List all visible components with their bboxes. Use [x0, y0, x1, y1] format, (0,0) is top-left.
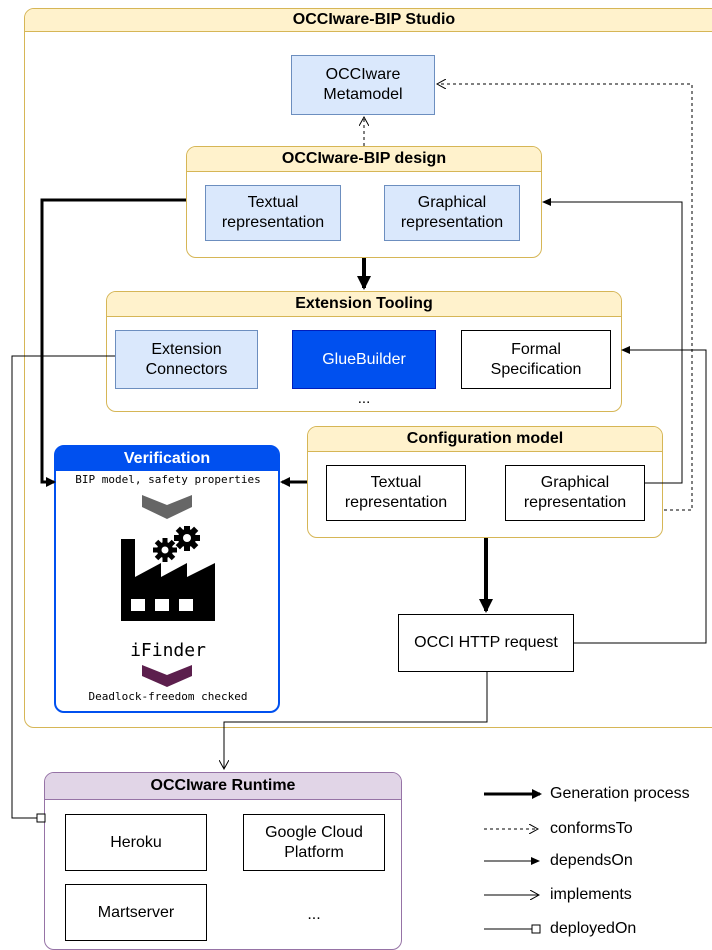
chevron-down-icon	[142, 665, 192, 687]
design-title: OCCIware-BIP design	[187, 147, 541, 172]
legend-conforms-label: conformsTo	[550, 820, 633, 837]
ifinder-label: iFinder	[130, 640, 206, 661]
request-implements-runtime-arrow	[224, 672, 488, 769]
legend-deployed-label: deployedOn	[550, 920, 637, 937]
heroku-box[interactable]: Heroku	[65, 814, 207, 871]
extension-connectors-box[interactable]: Extension Connectors	[115, 330, 258, 389]
studio-title: OCCIware-BIP Studio	[25, 9, 712, 32]
gcp-box[interactable]: Google Cloud Platform	[243, 814, 385, 871]
extension-more: ...	[357, 390, 371, 407]
occi-request-box[interactable]: OCCI HTTP request	[398, 614, 574, 672]
legend-generation-label: Generation process	[550, 785, 690, 802]
design-graphical-box[interactable]: Graphical representation	[384, 185, 520, 241]
configuration-title: Configuration model	[308, 427, 662, 452]
config-textual-box[interactable]: Textual representation	[326, 465, 466, 521]
config-graphical-box[interactable]: Graphical representation	[505, 465, 645, 521]
config-conforms-arrow	[437, 84, 693, 511]
connectors-deployed-runtime-arrow	[11, 355, 115, 819]
extension-panel: Extension Tooling	[106, 291, 622, 412]
martserver-box[interactable]: Martserver	[65, 884, 207, 941]
legend-implements-label: implements	[550, 886, 632, 903]
verification-output: Deadlock-freedom checked	[88, 690, 248, 703]
chevron-down-icon	[142, 495, 192, 519]
formal-spec-box[interactable]: Formal Specification	[461, 330, 611, 389]
metamodel-box[interactable]: OCCIware Metamodel	[291, 55, 435, 115]
verification-title: Verification	[56, 447, 278, 471]
config-depends-design-arrow	[542, 198, 683, 484]
extension-title: Extension Tooling	[107, 292, 621, 317]
gears-icon	[153, 526, 200, 562]
factory-icon	[121, 539, 215, 621]
design-to-verification-arrow	[40, 198, 186, 487]
request-depends-formal-arrow	[574, 346, 707, 644]
runtime-more: ...	[307, 906, 321, 923]
verification-input: BIP model, safety properties	[75, 473, 261, 486]
legend-depends-label: dependsOn	[550, 852, 633, 869]
design-textual-box[interactable]: Textual representation	[205, 185, 341, 241]
gluebuilder-box[interactable]: GlueBuilder	[292, 330, 436, 389]
runtime-title: OCCIware Runtime	[45, 773, 401, 800]
